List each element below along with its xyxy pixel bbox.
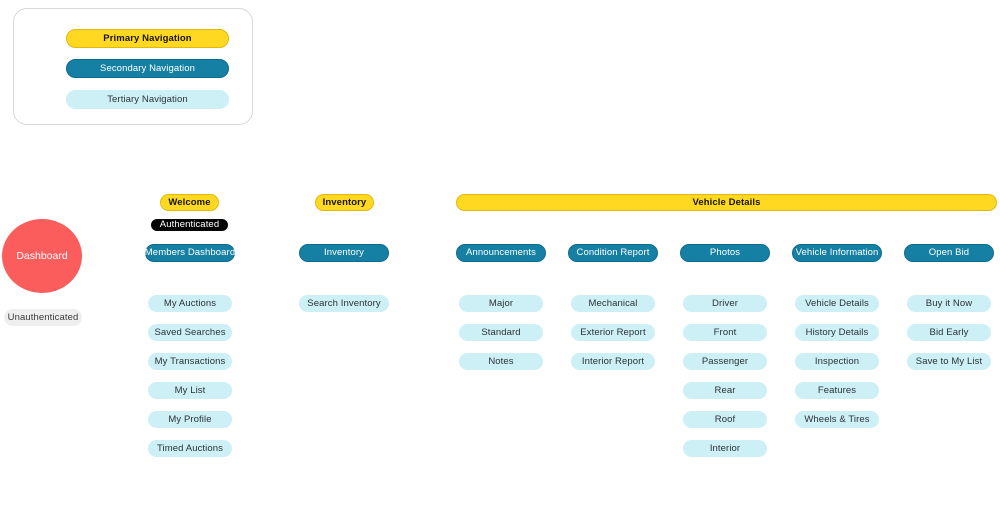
leaf-interior-report[interactable]: Interior Report — [571, 353, 655, 370]
leaf-exterior-report[interactable]: Exterior Report — [571, 324, 655, 341]
leaf-standard[interactable]: Standard — [459, 324, 543, 341]
branch-sub-inventory[interactable]: Inventory — [299, 244, 389, 262]
root-node-dashboard[interactable]: Dashboard — [2, 219, 82, 293]
branch-sub-announcements[interactable]: Announcements — [456, 244, 546, 262]
leaf-rear[interactable]: Rear — [683, 382, 767, 399]
leaf-mechanical[interactable]: Mechanical — [571, 295, 655, 312]
leaf-buy-it-now[interactable]: Buy it Now — [907, 295, 991, 312]
branch-sub-photos[interactable]: Photos — [680, 244, 770, 262]
branch-head-vehicle-details[interactable]: Vehicle Details — [456, 194, 997, 211]
leaf-timed-auctions[interactable]: Timed Auctions — [148, 440, 232, 457]
leaf-my-profile[interactable]: My Profile — [148, 411, 232, 428]
leaf-notes[interactable]: Notes — [459, 353, 543, 370]
branch-sub-condition-report[interactable]: Condition Report — [568, 244, 658, 262]
leaf-interior[interactable]: Interior — [683, 440, 767, 457]
status-badge-unauthenticated: Unauthenticated — [4, 309, 82, 326]
branch-head-welcome[interactable]: Welcome — [160, 194, 219, 211]
leaf-passenger[interactable]: Passenger — [683, 353, 767, 370]
leaf-my-auctions[interactable]: My Auctions — [148, 295, 232, 312]
leaf-front[interactable]: Front — [683, 324, 767, 341]
leaf-wheels-and-tires[interactable]: Wheels & Tires — [795, 411, 879, 428]
legend-item-tertiary: Tertiary Navigation — [66, 90, 229, 109]
leaf-roof[interactable]: Roof — [683, 411, 767, 428]
leaf-features[interactable]: Features — [795, 382, 879, 399]
leaf-saved-searches[interactable]: Saved Searches — [148, 324, 232, 341]
leaf-search-inventory[interactable]: Search Inventory — [299, 295, 389, 312]
leaf-driver[interactable]: Driver — [683, 295, 767, 312]
leaf-bid-early[interactable]: Bid Early — [907, 324, 991, 341]
branch-sub-vehicle-information[interactable]: Vehicle Information — [792, 244, 882, 262]
navigation-legend: Primary Navigation Secondary Navigation … — [13, 8, 253, 125]
leaf-my-transactions[interactable]: My Transactions — [148, 353, 232, 370]
leaf-major[interactable]: Major — [459, 295, 543, 312]
branch-sub-members-dashboard[interactable]: Members Dashboard — [145, 244, 235, 262]
leaf-save-to-my-list[interactable]: Save to My List — [907, 353, 991, 370]
branch-head-inventory[interactable]: Inventory — [315, 194, 374, 211]
legend-item-secondary: Secondary Navigation — [66, 59, 229, 78]
leaf-my-list[interactable]: My List — [148, 382, 232, 399]
legend-item-primary: Primary Navigation — [66, 29, 229, 48]
leaf-vehicle-details[interactable]: Vehicle Details — [795, 295, 879, 312]
leaf-history-details[interactable]: History Details — [795, 324, 879, 341]
leaf-inspection[interactable]: Inspection — [795, 353, 879, 370]
status-badge-authenticated: Authenticated — [151, 219, 228, 231]
branch-sub-open-bid[interactable]: Open Bid — [904, 244, 994, 262]
